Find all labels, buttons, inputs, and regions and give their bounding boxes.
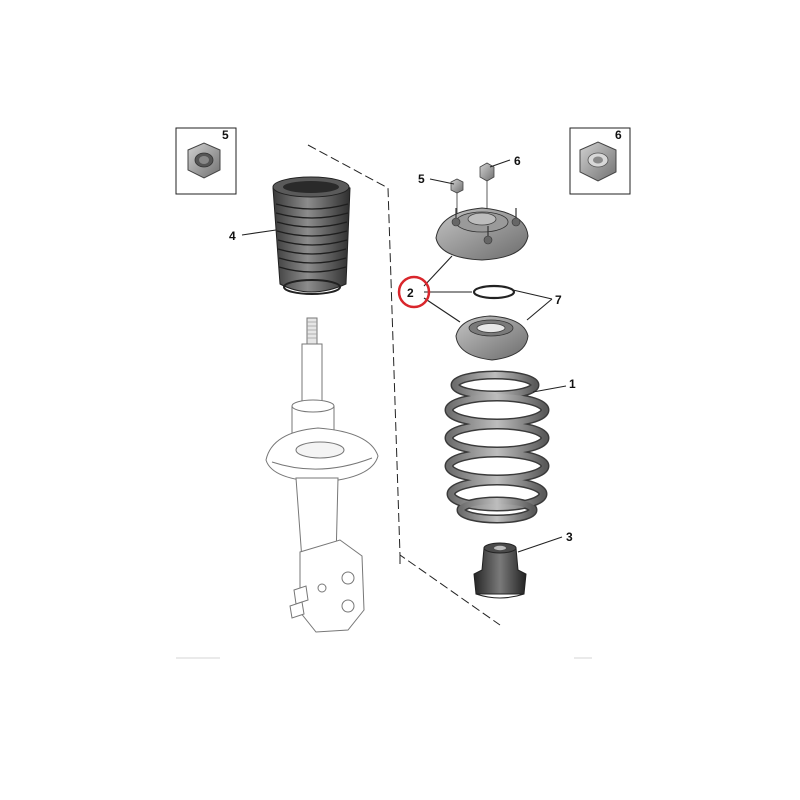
coil-spring: [444, 370, 550, 524]
inset-label-6: 6: [615, 128, 622, 142]
dust-boot-bellows: [272, 176, 351, 295]
nut-6: [479, 162, 495, 212]
callout-7: 7: [555, 293, 562, 307]
assembly-dashed-outline: [307, 144, 501, 626]
callout-2: 2: [407, 286, 414, 300]
callout-6: 6: [514, 154, 521, 168]
callout-3: 3: [566, 530, 573, 544]
highlight-circle: [397, 275, 431, 309]
bearing-cup: [455, 315, 529, 361]
inset-nut-5: 5: [175, 127, 237, 195]
callout-1: 1: [569, 377, 576, 391]
callout-5: 5: [418, 172, 425, 186]
callout-labels: 4 5 6 2 7 1 3: [229, 154, 576, 544]
top-strut-mount: [435, 207, 529, 261]
callout-4: 4: [229, 229, 236, 243]
bump-stop: [473, 542, 527, 599]
shock-absorber-strut: [265, 317, 379, 633]
inset-nut-6: 6: [569, 127, 631, 195]
o-ring: [472, 284, 516, 300]
leader-lines: [241, 159, 567, 553]
inset-label-5: 5: [222, 128, 229, 142]
